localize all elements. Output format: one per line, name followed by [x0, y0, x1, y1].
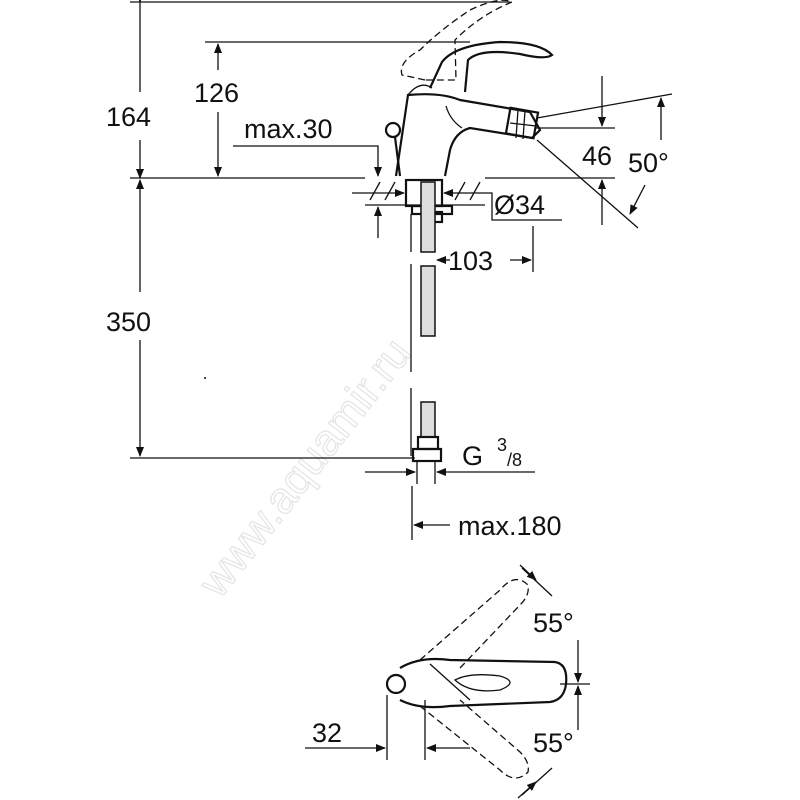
thread-denominator: /8 — [507, 450, 522, 470]
dim-label-max30: max.30 — [244, 114, 333, 144]
dim-label-32: 32 — [312, 718, 342, 748]
dimension-max30: max.30 — [233, 114, 382, 238]
dim-label-103: 103 — [448, 246, 493, 276]
dim-label-50: 50° — [628, 148, 669, 178]
extension-lines — [130, 1, 615, 459]
dimension-350: 350 — [106, 179, 206, 457]
dimension-103: 103 — [436, 226, 534, 276]
watermark: www.aquamir.ru — [189, 329, 421, 607]
dim-label-46: 46 — [582, 141, 612, 171]
dimension-126: 126 — [194, 43, 239, 177]
faucet-side-view — [384, 0, 554, 177]
dim-label-126: 126 — [194, 78, 239, 108]
dim-label-thread: G — [462, 441, 483, 471]
dim-label-350: 350 — [106, 307, 151, 337]
dim-label-55-bottom: 55° — [533, 728, 574, 758]
dim-label-max180: max.180 — [458, 511, 562, 541]
dim-label-55-top: 55° — [533, 608, 574, 638]
dimension-164: 164 — [106, 0, 151, 179]
thread-numerator: 3 — [497, 435, 507, 455]
dim-label-164: 164 — [106, 102, 151, 132]
dimension-thread: G 3 /8 — [365, 435, 535, 476]
dimension-46: 46 — [535, 76, 615, 225]
dimension-max180: max.180 — [411, 486, 562, 541]
faucet-top-view: 55° 55° 32 — [305, 564, 590, 799]
dim-label-34: Ø34 — [494, 190, 545, 220]
mounting-deck — [352, 178, 485, 224]
dimension-50-degrees: 50° — [536, 93, 673, 229]
supply-hoses — [410, 181, 443, 484]
dimension-diameter-34: Ø34 — [480, 190, 562, 221]
